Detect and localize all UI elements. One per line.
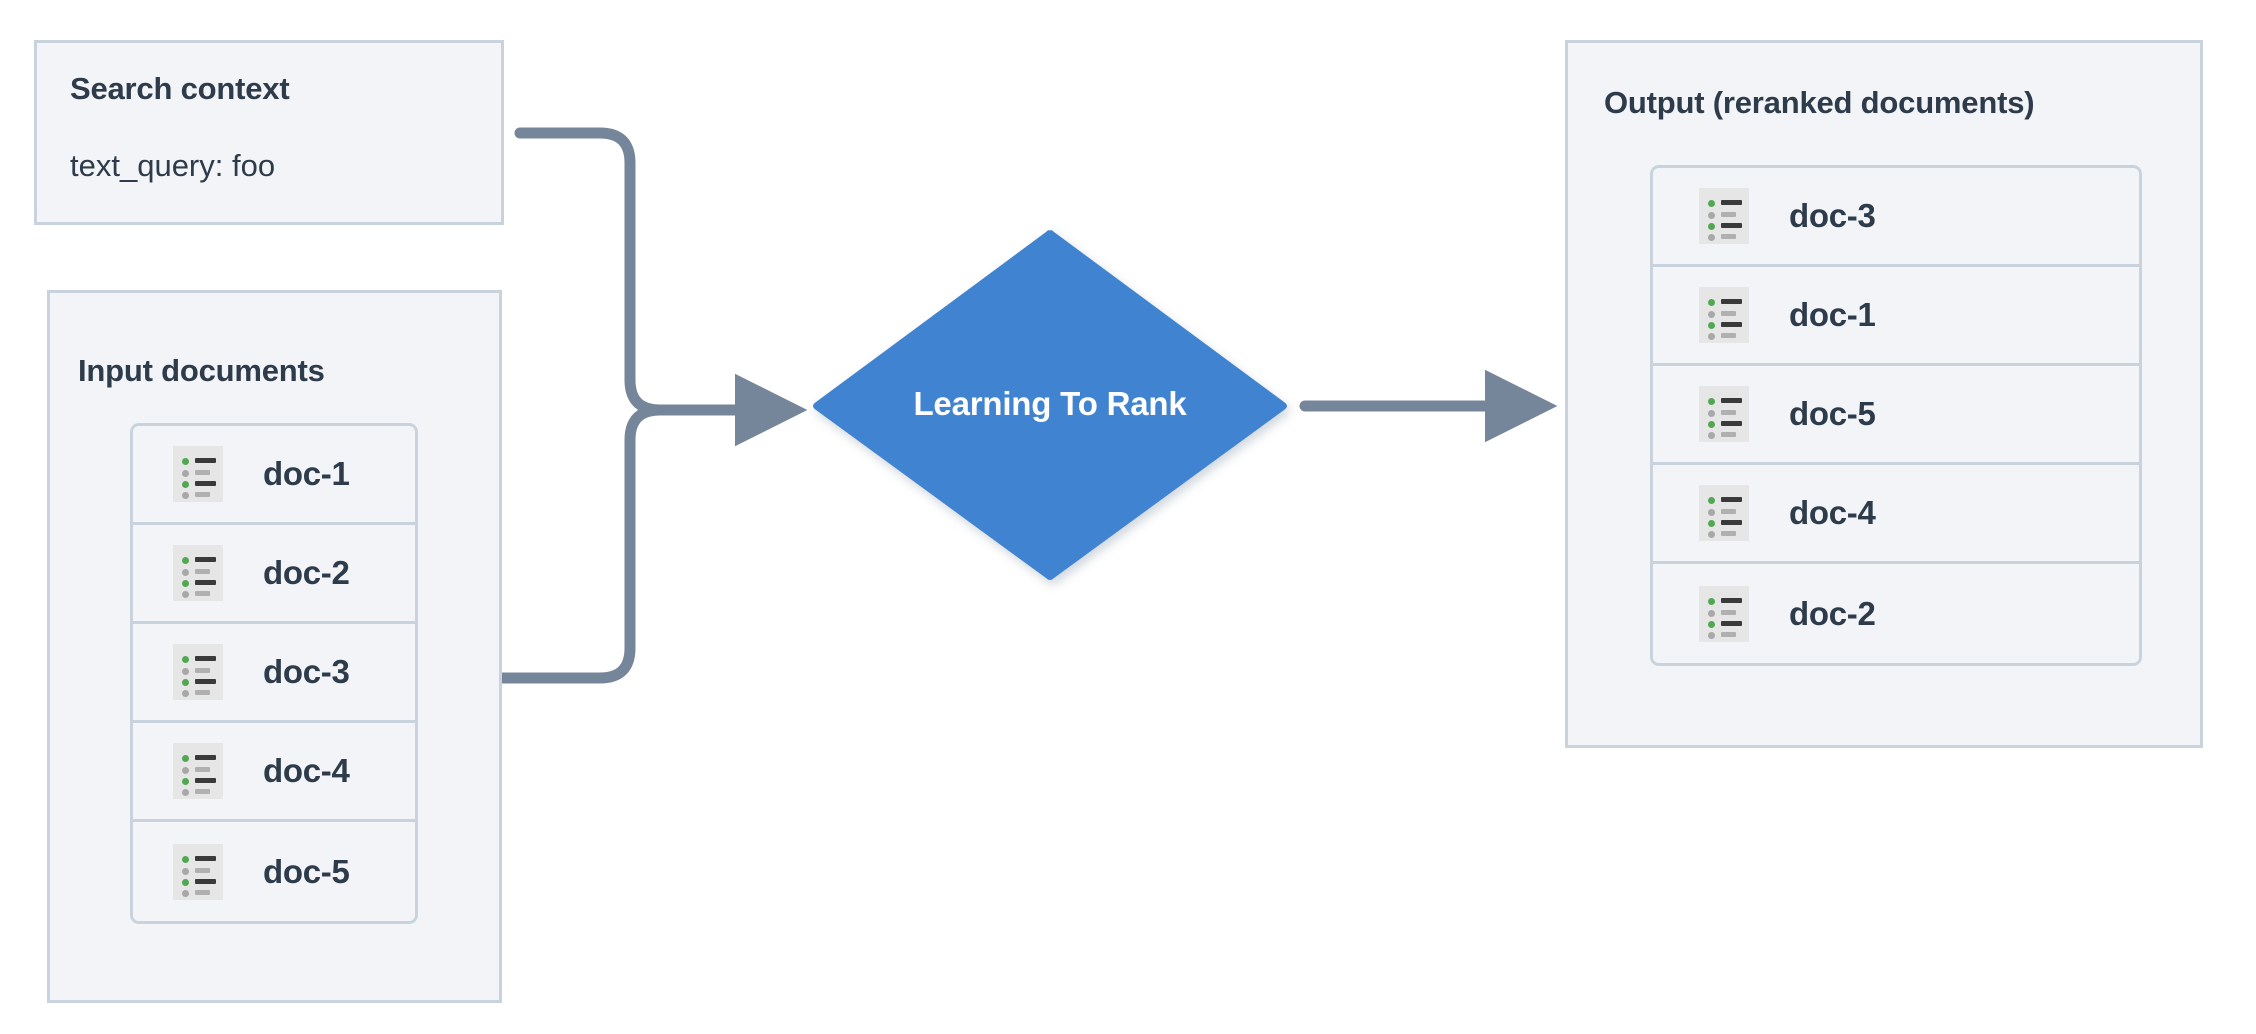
list-item[interactable]: doc-5 <box>133 822 415 921</box>
list-item-label: doc-5 <box>263 852 350 890</box>
output-panel: Output (reranked documents) doc-3 doc-1 <box>1565 40 2203 748</box>
input-documents-list: doc-1 doc-2 doc-3 <box>130 423 418 924</box>
document-list-icon <box>173 644 223 700</box>
output-title: Output (reranked documents) <box>1604 85 2035 120</box>
list-item[interactable]: doc-3 <box>133 624 415 723</box>
list-item[interactable]: doc-2 <box>133 525 415 624</box>
list-item[interactable]: doc-1 <box>1653 267 2139 366</box>
document-list-icon <box>173 843 223 900</box>
list-item[interactable]: doc-4 <box>133 723 415 822</box>
document-list-icon <box>173 743 223 799</box>
document-list-icon <box>173 446 223 502</box>
input-documents-title: Input documents <box>78 353 325 388</box>
learning-to-rank-node[interactable]: Learning To Rank <box>810 228 1290 580</box>
list-item-label: doc-3 <box>263 653 350 690</box>
list-item[interactable]: doc-3 <box>1653 168 2139 267</box>
document-list-icon <box>1699 188 1749 244</box>
list-item[interactable]: doc-4 <box>1653 465 2139 564</box>
list-item-label: doc-4 <box>263 752 350 789</box>
list-item[interactable]: doc-1 <box>133 426 415 525</box>
list-item[interactable]: doc-5 <box>1653 366 2139 465</box>
list-item-label: doc-5 <box>1789 395 1876 432</box>
input-documents-panel: Input documents doc-1 doc-2 <box>47 290 502 1003</box>
document-list-icon <box>1699 386 1749 442</box>
output-documents-list: doc-3 doc-1 doc-5 <box>1650 165 2142 666</box>
list-item-label: doc-1 <box>263 455 350 492</box>
learning-to-rank-label: Learning To Rank <box>913 384 1187 422</box>
document-list-icon <box>1699 485 1749 541</box>
list-item-label: doc-2 <box>1789 594 1876 632</box>
connector-input-documents-to-ltr <box>497 404 776 684</box>
list-item-label: doc-3 <box>1789 197 1876 234</box>
search-context-query-text: text_query: foo <box>70 148 276 183</box>
list-item-label: doc-4 <box>1789 494 1876 531</box>
list-item[interactable]: doc-2 <box>1653 564 2139 663</box>
search-context-title: Search context <box>70 71 290 106</box>
connector-search-context-to-ltr <box>514 127 808 447</box>
document-list-icon <box>1699 287 1749 343</box>
search-context-panel: Search context text_query: foo <box>34 40 504 225</box>
list-item-label: doc-1 <box>1789 296 1876 333</box>
document-list-icon <box>1699 585 1749 642</box>
list-item-label: doc-2 <box>263 554 350 591</box>
document-list-icon <box>173 545 223 601</box>
